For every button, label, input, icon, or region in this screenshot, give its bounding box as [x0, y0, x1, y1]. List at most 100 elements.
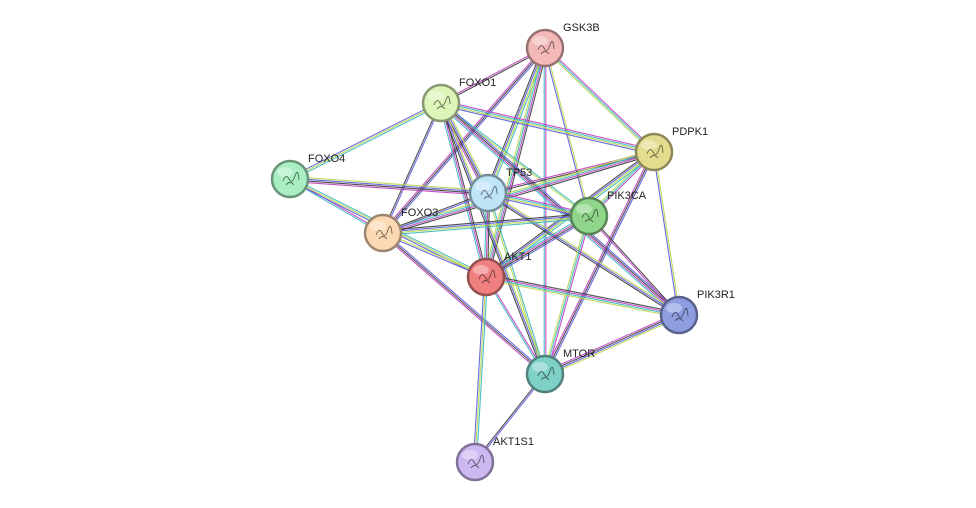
node-label-pik3r1: PIK3R1 — [697, 289, 735, 301]
edge-strand — [486, 47, 545, 193]
node-circle[interactable] — [468, 173, 508, 213]
edge-strand — [588, 216, 679, 316]
edge-strand — [488, 191, 681, 315]
edge-gsk3b-foxo1 — [440, 46, 546, 105]
node-label-foxo1: FOXO1 — [459, 77, 496, 89]
edge-strand — [383, 217, 590, 236]
edge-strand — [290, 177, 489, 193]
node-circle[interactable] — [270, 159, 310, 199]
protein-structure-icon — [581, 208, 599, 223]
edge-strand — [290, 103, 442, 181]
edge-foxo1-pdpk1 — [440, 100, 655, 155]
edge-strand — [382, 213, 589, 232]
node-circle[interactable] — [363, 213, 403, 253]
node-highlight — [666, 303, 682, 313]
edge-strand — [485, 278, 679, 318]
node-pik3r1[interactable]: PIK3R1 — [659, 289, 735, 335]
edge-strand — [472, 276, 485, 462]
protein-structure-icon — [537, 40, 555, 55]
edge-strand — [544, 47, 655, 153]
edge-strand — [440, 104, 654, 155]
edge-strand — [486, 216, 590, 279]
node-highlight — [532, 362, 548, 372]
node-foxo3[interactable]: FOXO3 — [363, 207, 438, 253]
edge-strand — [545, 316, 681, 377]
node-akt1[interactable]: AKT1 — [466, 251, 532, 297]
edge-strand — [290, 176, 489, 192]
edge-strand — [486, 274, 680, 314]
edge-pdpk1-mtor — [543, 151, 656, 375]
node-highlight — [475, 181, 491, 191]
edge-strand — [486, 275, 680, 315]
protein-structure-icon — [467, 454, 485, 469]
edge-strand — [474, 276, 487, 463]
edge-pdpk1-pik3r1 — [652, 151, 681, 316]
node-label-akt1s1: AKT1S1 — [493, 436, 534, 448]
protein-structure-icon — [480, 185, 498, 200]
node-circle[interactable] — [569, 196, 609, 236]
edge-strand — [383, 103, 443, 234]
edge-strand — [485, 46, 544, 193]
protein-structure-icon — [478, 269, 496, 284]
edge-pik3ca-akt1 — [484, 213, 591, 280]
node-highlight — [473, 265, 489, 275]
edge-strand — [543, 48, 654, 154]
node-label-foxo3: FOXO3 — [401, 207, 438, 219]
node-foxo4[interactable]: FOXO4 — [270, 153, 345, 199]
edge-strand — [543, 151, 654, 374]
edge-strand — [589, 215, 680, 315]
edge-strand — [438, 103, 545, 375]
edge-foxo1-pik3ca — [440, 101, 590, 218]
edge-strand — [654, 151, 681, 315]
node-circle[interactable] — [634, 132, 674, 172]
edge-strand — [486, 48, 547, 278]
edge-pik3ca-foxo3 — [382, 213, 590, 236]
node-circle[interactable] — [659, 295, 699, 335]
node-circle[interactable] — [466, 257, 506, 297]
node-foxo1[interactable]: FOXO1 — [421, 77, 496, 123]
edge-strand — [383, 231, 547, 374]
node-gsk3b[interactable]: GSK3B — [525, 22, 600, 68]
edge-strand — [441, 101, 655, 152]
node-mtor[interactable]: MTOR — [525, 348, 595, 394]
node-label-akt1: AKT1 — [504, 251, 532, 263]
edge-strand — [441, 101, 590, 216]
edge-strand — [485, 214, 589, 277]
node-circle[interactable] — [525, 354, 565, 394]
edge-strand — [484, 213, 589, 276]
edge-strand — [483, 47, 544, 277]
edge-strand — [289, 179, 488, 195]
edge-strand — [440, 103, 654, 154]
node-highlight — [462, 450, 478, 460]
edge-strand — [289, 101, 441, 179]
edge-foxo4-tp53 — [289, 176, 489, 196]
node-circle[interactable] — [455, 442, 495, 482]
edge-strand — [545, 315, 680, 376]
edge-strand — [382, 47, 546, 234]
protein-structure-icon — [671, 307, 689, 322]
node-akt1s1[interactable]: AKT1S1 — [455, 436, 534, 482]
node-circle[interactable] — [421, 83, 461, 123]
edge-strand — [440, 102, 546, 375]
edge-strand — [383, 216, 590, 235]
node-pdpk1[interactable]: PDPK1 — [634, 126, 708, 172]
node-label-pdpk1: PDPK1 — [672, 126, 708, 138]
edge-strand — [382, 232, 546, 375]
edge-strand — [289, 180, 488, 196]
edge-gsk3b-mtor — [543, 48, 547, 374]
protein-structure-icon — [282, 171, 300, 186]
edge-pdpk1-foxo3 — [382, 149, 655, 236]
node-highlight — [370, 221, 386, 231]
node-tp53[interactable]: TP53 — [468, 167, 532, 213]
protein-structure-icon — [375, 225, 393, 240]
node-pik3ca[interactable]: PIK3CA — [569, 190, 647, 236]
edge-strand — [382, 214, 589, 233]
edge-strand — [382, 150, 654, 233]
edge-strand — [383, 48, 547, 235]
edge-strand — [383, 153, 655, 236]
edge-strand — [441, 102, 548, 374]
edge-strand — [486, 217, 591, 280]
node-circle[interactable] — [525, 28, 565, 68]
edge-strand — [544, 151, 655, 375]
